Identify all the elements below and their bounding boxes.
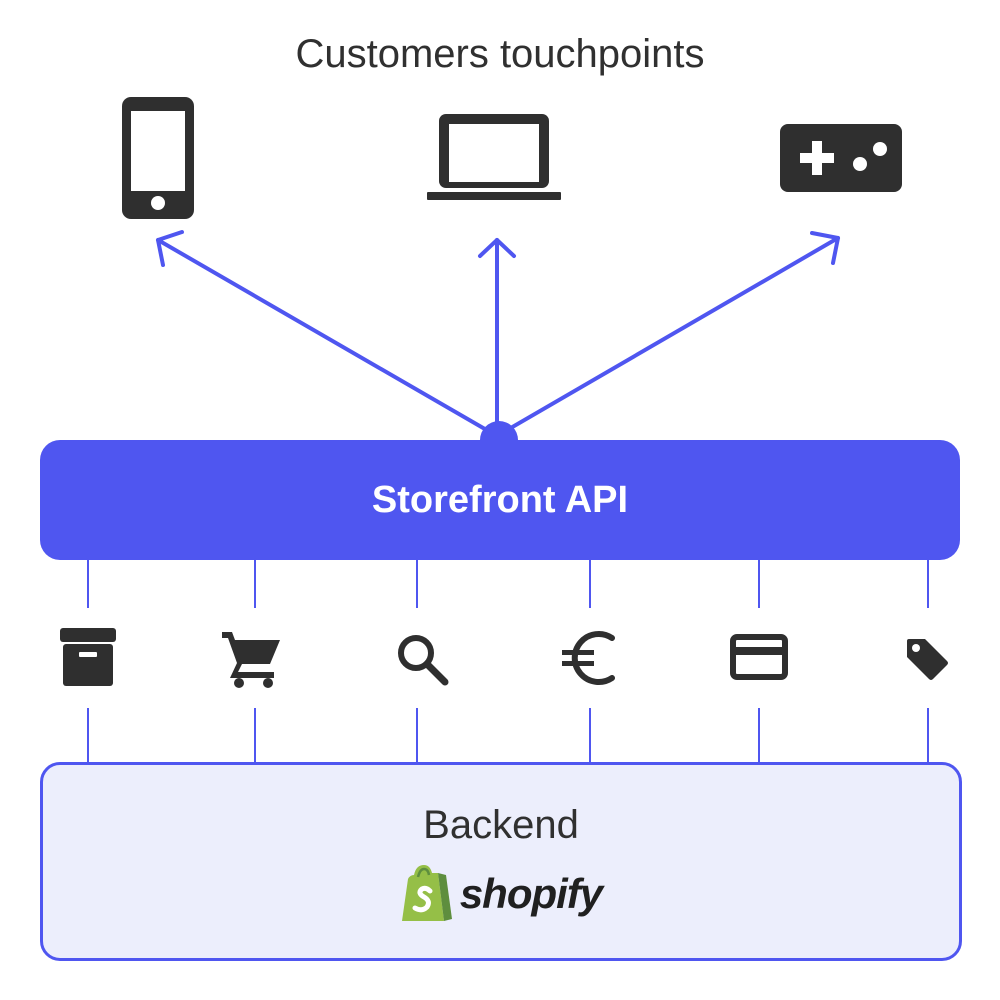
arrowhead-mobile: [156, 230, 184, 267]
shopify-wordmark: shopify: [459, 870, 603, 917]
search-icon: [398, 635, 449, 686]
connector-top-2: [254, 560, 256, 608]
arrowhead-laptop: [478, 238, 516, 258]
shopify-logo: shopify: [43, 865, 959, 923]
connector-bottom-3: [416, 708, 418, 763]
connector-bottom-1: [87, 708, 89, 763]
connector-top-4: [589, 560, 591, 608]
shopify-bag-icon: [401, 865, 452, 921]
arrow-to-mobile: [156, 238, 499, 438]
backend-label: Backend: [423, 803, 579, 847]
laptop-icon: [427, 114, 561, 200]
diagram-title: Customers touchpoints: [295, 32, 705, 76]
connector-top-3: [416, 560, 418, 608]
arrow-to-console: [495, 236, 840, 438]
game-controller-icon: [780, 124, 902, 192]
euro-icon: [562, 631, 615, 685]
connector-top-6: [927, 560, 929, 608]
storefront-api-bar: Storefront API: [40, 440, 960, 560]
connector-bottom-4: [589, 708, 591, 763]
credit-card-icon: [730, 634, 788, 680]
backend-box: Backend shopify: [40, 762, 962, 961]
storefront-api-label: Storefront API: [371, 478, 629, 521]
connector-bottom-6: [927, 708, 929, 763]
arrowhead-console: [810, 231, 840, 265]
shopping-cart-icon: [222, 632, 280, 688]
connector-top-5: [758, 560, 760, 608]
smartphone-icon: [122, 97, 194, 219]
archive-box-icon: [60, 628, 116, 686]
connector-bottom-2: [254, 708, 256, 763]
price-tag-icon: [907, 639, 948, 680]
connector-top-1: [87, 560, 89, 608]
connector-bottom-5: [758, 708, 760, 763]
